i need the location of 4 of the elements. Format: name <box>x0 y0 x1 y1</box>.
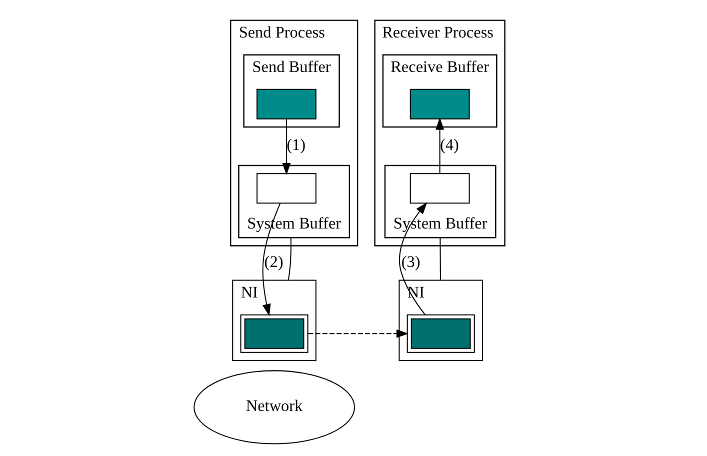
edge-label: (4) <box>440 136 459 154</box>
edge-label: (3) <box>401 252 420 271</box>
edge-label: (2) <box>264 252 284 271</box>
edge-label: (1) <box>286 136 306 154</box>
